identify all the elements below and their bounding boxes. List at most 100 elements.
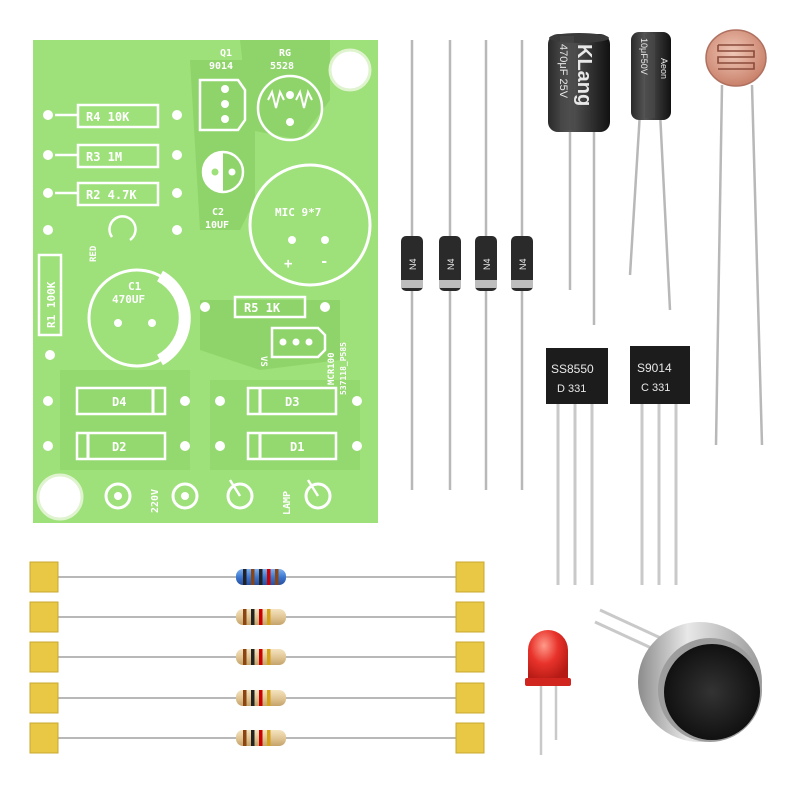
d1-footprint: D1 [215, 431, 362, 461]
color-band [259, 569, 263, 585]
color-band [275, 569, 279, 585]
r1-label: R1 100K [45, 281, 58, 328]
led-label: RED [89, 245, 99, 262]
tape-left [29, 641, 59, 673]
color-band [259, 649, 263, 665]
r3-footprint: R3 1M [43, 143, 182, 169]
c2-label: C2 [212, 207, 224, 218]
board-code-label: 537118_P585 [339, 342, 348, 395]
resistors-tape [29, 561, 485, 754]
tape-left [29, 722, 59, 754]
resistor [29, 682, 485, 714]
color-band [267, 690, 271, 706]
lamp-label: LAMP [282, 491, 293, 515]
d1-label: D1 [290, 440, 304, 454]
d2-footprint: D2 [43, 431, 190, 461]
tape-right [455, 641, 485, 673]
transistor-s9014: S9014 C 331 [630, 346, 690, 585]
cap-big-brand: KLang [573, 44, 595, 106]
diode: N4 [401, 40, 423, 490]
color-band [243, 569, 247, 585]
color-band [259, 609, 263, 625]
diode: N4 [511, 40, 533, 490]
t1-line1: SS8550 [551, 362, 594, 376]
color-band [267, 649, 271, 665]
capacitor-470uf: KLang 470μF 25V [548, 33, 610, 325]
color-band [243, 609, 247, 625]
mic-minus-label: - [320, 254, 328, 270]
pcb-board: Q1 9014 RG 5528 R4 10K R3 1M R2 4.7K [33, 40, 378, 523]
terminal-lamp-a [226, 482, 254, 510]
q1-label: Q1 [220, 48, 232, 59]
diode-marking: N4 [408, 258, 418, 270]
red-led [525, 630, 571, 755]
tape-right [455, 682, 485, 714]
color-band [243, 730, 247, 746]
diode-marking: N4 [482, 258, 492, 270]
color-band [251, 690, 255, 706]
r4-label: R4 10K [86, 110, 130, 124]
mic-outline [248, 163, 372, 287]
diode-marking: N4 [446, 258, 456, 270]
color-band [243, 690, 247, 706]
tape-left [29, 601, 59, 633]
color-band [251, 569, 255, 585]
color-band [251, 730, 255, 746]
t2-line2: C 331 [641, 382, 670, 394]
color-band [251, 609, 255, 625]
rg-outline [256, 74, 324, 142]
rg-part-label: 5528 [270, 61, 294, 72]
photoresistor [705, 29, 767, 446]
v220-label: 220V [150, 489, 161, 513]
c1-value-label: 470UF [112, 293, 145, 306]
resistor [29, 722, 485, 754]
cap-big-rating: 470μF 25V [557, 44, 569, 99]
t2-line1: S9014 [637, 361, 672, 375]
q1-outline [198, 78, 247, 132]
t1-line2: D 331 [557, 383, 586, 395]
color-band [267, 569, 271, 585]
color-band [259, 730, 263, 746]
mic-plus-label: + [284, 256, 292, 272]
capacitor-10uf: 10μF50V Aeon [628, 32, 672, 311]
color-band [251, 649, 255, 665]
vs-label: VS [258, 356, 268, 367]
diode: N4 [439, 40, 461, 490]
terminal-lamp-b [304, 482, 332, 510]
color-band [243, 649, 247, 665]
rg-label: RG [279, 48, 291, 59]
terminal-220v-a [104, 482, 132, 510]
d4-label: D4 [112, 395, 126, 409]
terminal-220v-b [171, 482, 199, 510]
d4-footprint: D4 [43, 386, 190, 416]
tape-right [455, 561, 485, 593]
resistor [29, 561, 485, 593]
r2-footprint: R2 4.7K [43, 181, 182, 207]
tape-right [455, 722, 485, 754]
c2-value-label: 10UF [205, 220, 229, 231]
r4-footprint: R4 10K [43, 103, 182, 129]
color-band [267, 730, 271, 746]
electret-mic [594, 608, 762, 742]
q1-part-label: 9014 [209, 61, 233, 72]
d3-footprint: D3 [215, 386, 362, 416]
cap-small-rating: 10μF50V [639, 38, 649, 75]
cap-small-brand: Aeon [659, 58, 669, 79]
vs-outline [270, 326, 327, 359]
r3-label: R3 1M [86, 150, 122, 164]
d3-label: D3 [285, 395, 299, 409]
color-band [267, 609, 271, 625]
led-outline [108, 215, 137, 242]
tape-left [29, 561, 59, 593]
tape-left [29, 682, 59, 714]
r5-label: R5 1K [244, 301, 281, 315]
mount-hole [328, 48, 372, 92]
c1-label: C1 [128, 280, 142, 293]
resistor [29, 601, 485, 633]
r5-footprint: R5 1K [200, 295, 330, 319]
mic-label: MIC 9*7 [275, 206, 321, 219]
color-band [259, 690, 263, 706]
r2-label: R2 4.7K [86, 188, 137, 202]
tape-right [455, 601, 485, 633]
